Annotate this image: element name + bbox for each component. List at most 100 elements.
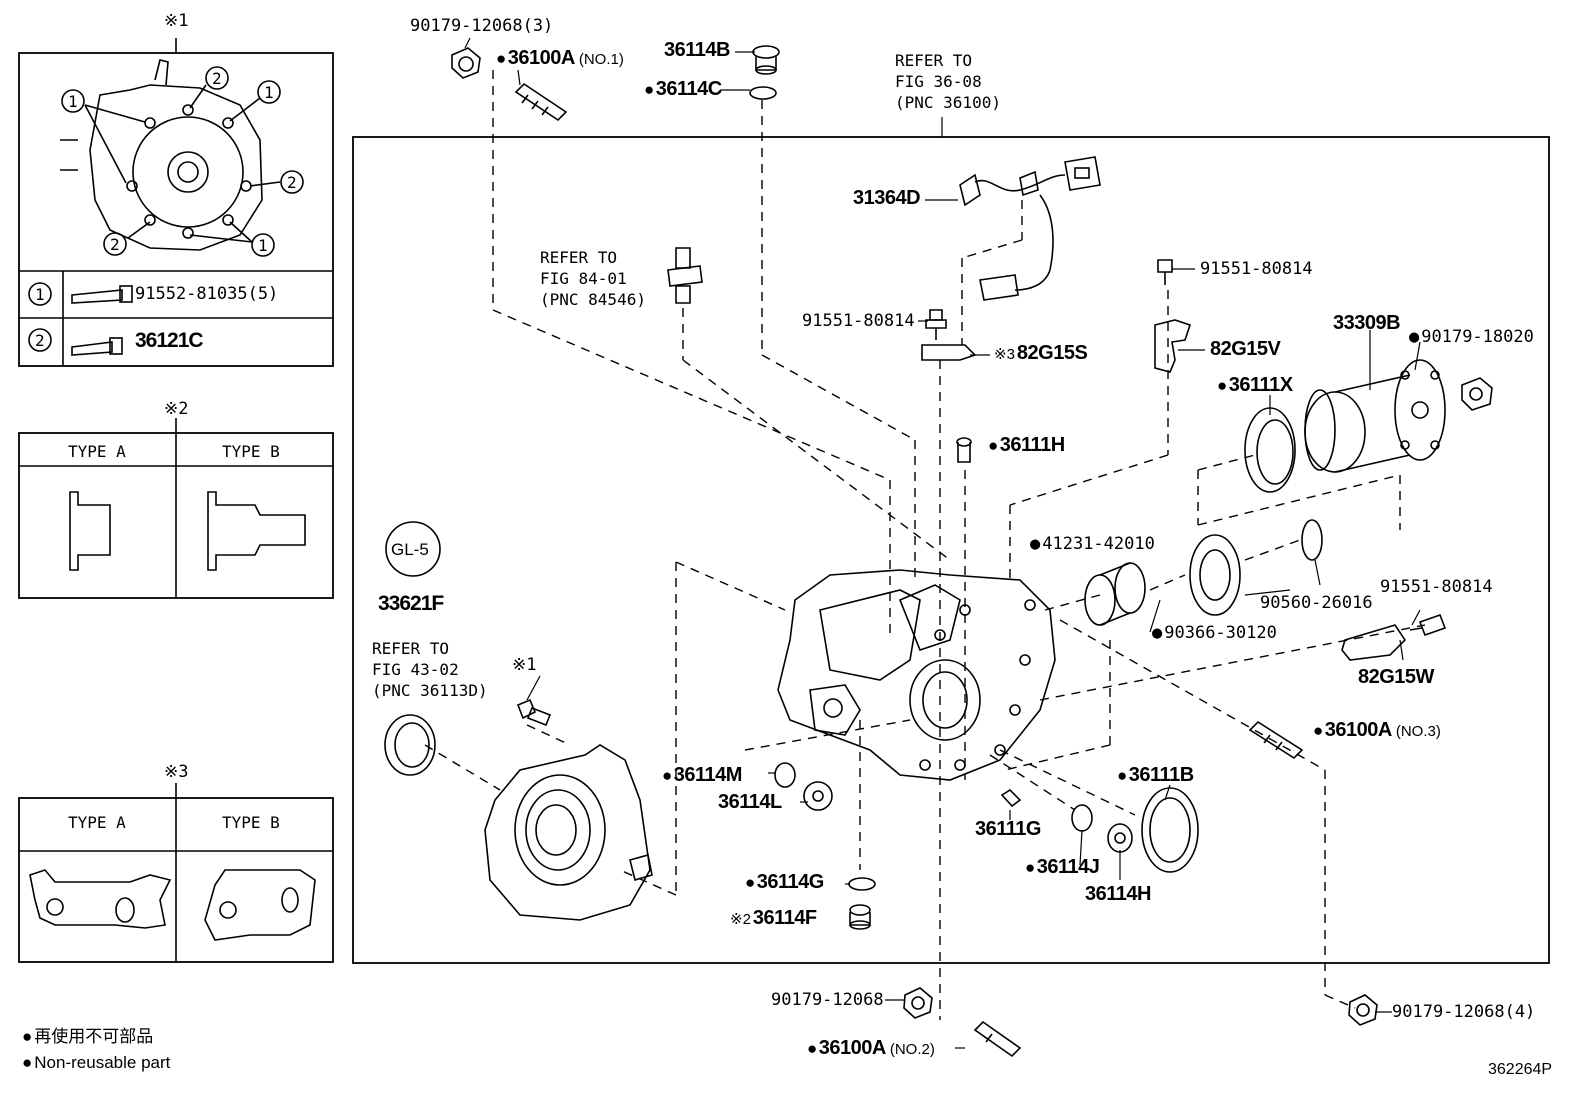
bracket-82g15v — [1154, 319, 1192, 373]
side-cover-housing — [484, 744, 653, 921]
plug-36111h — [956, 437, 972, 463]
inset-1 — [18, 38, 334, 367]
part-36100a-no1: 36100A(NO.1) — [496, 48, 624, 69]
main-frame — [352, 136, 1550, 964]
nut-bottom-mid — [903, 987, 933, 1019]
bolt-m1-mark: ※1 — [512, 655, 537, 675]
legend-jp: 再使用不可部品 — [22, 1027, 153, 1046]
bolt-91551-a — [925, 309, 947, 340]
part-82g15v: 82G15V — [1210, 338, 1281, 360]
gl5-badge — [385, 521, 441, 577]
part-91551-b: 91551-80814 — [1200, 259, 1313, 279]
gl5-text: GL-5 — [391, 540, 429, 559]
oil-seal-left — [384, 714, 436, 776]
bolt-91551-c — [1409, 613, 1447, 637]
callout-1: 1 — [264, 83, 274, 102]
inset-3-mark: ※3 — [164, 762, 189, 782]
part-91551-a: 91551-80814 — [802, 311, 915, 331]
inset-3-type-b: TYPE B — [222, 813, 280, 832]
inset-1-callouts — [28, 66, 304, 352]
part-31364d: 31364D — [853, 187, 921, 209]
flange-33309b — [1304, 359, 1446, 473]
part-90179-12068: 90179-12068 — [771, 990, 884, 1010]
part-36114j: 36114J — [1025, 857, 1100, 877]
part-91551-c: 91551-80814 — [1380, 577, 1493, 597]
washer-36114j — [1071, 804, 1093, 832]
part-33621f: 33621F — [378, 592, 444, 615]
stud-no3 — [1248, 720, 1304, 760]
part-90179-12068-4: 90179-12068(4) — [1392, 1002, 1536, 1022]
row1-part: 91552-81035(5) — [135, 284, 279, 304]
stud-no1 — [514, 82, 568, 122]
row2-callout: 2 — [35, 331, 45, 350]
part-36114g: 36114G — [745, 872, 825, 892]
part-36111x: 36111X — [1217, 375, 1293, 395]
inset-2-type-a: TYPE A — [68, 442, 126, 461]
bearing-41231 — [1084, 562, 1146, 626]
bolt-m1 — [516, 698, 552, 727]
bracket-82g15w — [1341, 624, 1407, 661]
bearing-90366 — [1189, 534, 1241, 616]
shim-90560 — [1301, 519, 1323, 561]
seal-36111b — [1141, 787, 1199, 873]
part-36114l: 36114L — [718, 791, 782, 813]
callout-2: 2 — [287, 173, 297, 192]
inset-2-mark: ※2 — [164, 399, 189, 419]
main-housing — [777, 569, 1056, 781]
harness-31364d — [959, 156, 1101, 301]
legend-en: Non-reusable part — [22, 1053, 170, 1072]
part-82g15w: 82G15W — [1358, 666, 1434, 688]
plug-36114h — [1107, 823, 1133, 853]
bolt-91551-b — [1157, 259, 1173, 285]
row2-part: 36121C — [135, 329, 204, 352]
nut-top-left — [451, 47, 481, 79]
part-36114c: 36114C — [644, 79, 722, 99]
plug-36114b — [752, 45, 780, 75]
inset-3-type-a: TYPE A — [68, 813, 126, 832]
part-90366-30120: 90366-30120 — [1152, 624, 1277, 643]
bracket-82g15s — [921, 344, 977, 361]
seal-36111x — [1244, 407, 1296, 493]
pin-36111g — [1000, 788, 1022, 808]
part-36100a-no2: 36100A(NO.2) — [807, 1038, 935, 1059]
nut-90179-18020 — [1461, 377, 1493, 411]
leader-lines — [424, 70, 1426, 1020]
part-90179-12068-3: 90179-12068(3) — [410, 16, 554, 36]
part-36114m: 36114M — [662, 765, 743, 785]
callout-2: 2 — [212, 69, 222, 88]
bolt-holes — [126, 104, 252, 239]
part-41231-42010: 41231-42010 — [1030, 535, 1155, 554]
inset-2 — [18, 418, 334, 599]
washer-36114c — [749, 86, 777, 100]
part-33309b: 33309B — [1333, 312, 1401, 334]
part-36114b: 36114B — [664, 39, 730, 61]
part-36111g: 36111G — [975, 818, 1041, 840]
solid-leaders — [464, 37, 1421, 1049]
part-drawings — [384, 45, 1493, 1058]
figure-id: 362264P — [1488, 1061, 1553, 1078]
inset-2-type-b: TYPE B — [222, 442, 280, 461]
plug-36114f — [849, 904, 871, 930]
oring-36114m — [774, 762, 796, 788]
sensor-84546 — [667, 247, 703, 304]
washer-36114g — [848, 877, 876, 891]
nut-bottom-right — [1348, 994, 1378, 1026]
callout-1: 1 — [68, 92, 78, 111]
inset-1-mark: ※1 — [164, 11, 189, 31]
part-36111h: 36111H — [988, 435, 1065, 455]
inset-3 — [18, 783, 334, 963]
stud-no2 — [973, 1020, 1022, 1058]
part-36114h: 36114H — [1085, 883, 1151, 905]
callout-1: 1 — [258, 236, 268, 255]
plug-36114l — [803, 781, 833, 811]
row1-callout: 1 — [35, 285, 45, 304]
part-36100a-no3: 36100A(NO.3) — [1313, 720, 1441, 741]
part-90560-26016: 90560-26016 — [1260, 593, 1373, 613]
part-90179-18020: 90179-18020 — [1409, 328, 1534, 347]
part-36111b: 36111B — [1117, 765, 1194, 785]
